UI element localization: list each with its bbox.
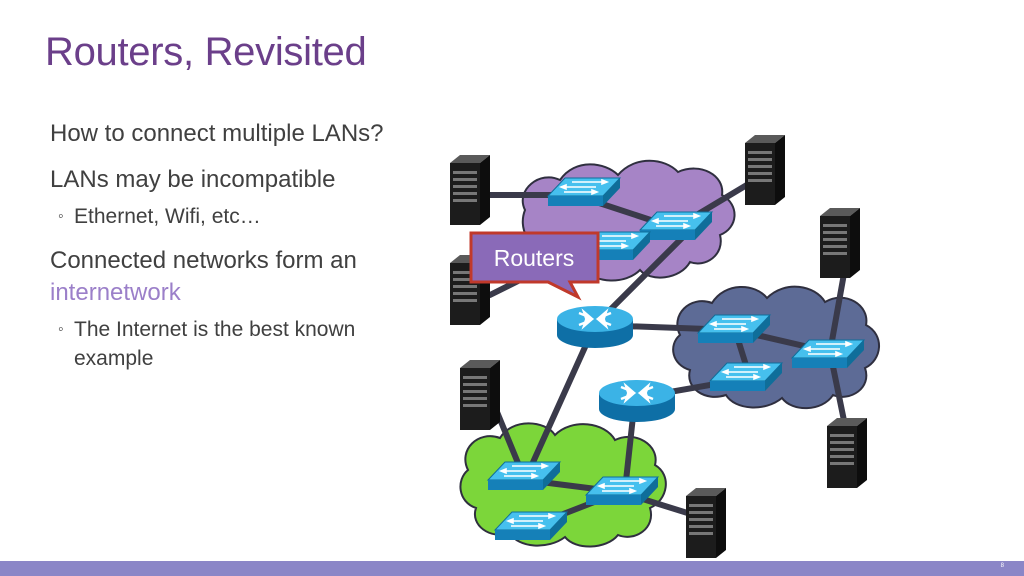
- bullet-connect-lans: How to connect multiple LANs?: [50, 120, 384, 147]
- bullet-internetwork: Connected networks form an internetwork: [50, 245, 390, 309]
- router-icon: [555, 304, 635, 350]
- server-icon: [450, 155, 490, 225]
- server-icon: [820, 208, 860, 278]
- sub-bullet-ethernet: Ethernet, Wifi, etc…: [50, 202, 390, 231]
- footer-bar: [0, 561, 1024, 576]
- sub-bullet-internet-example: The Internet is the best known example: [50, 315, 390, 373]
- page-number: 8: [1000, 563, 1004, 569]
- server-icon: [460, 360, 500, 430]
- server-icon: [827, 418, 867, 488]
- bullet-list: How to connect multiple LANs? LANs may b…: [50, 118, 390, 387]
- server-icon: [686, 488, 726, 558]
- routers-callout: Routers: [469, 231, 600, 301]
- internetwork-term: internetwork: [50, 279, 181, 306]
- callout-label: Routers: [494, 245, 575, 271]
- server-icon: [745, 135, 785, 205]
- bullet-incompatible: LANs may be incompatible: [50, 166, 336, 193]
- page-title: Routers, Revisited: [45, 30, 367, 74]
- router-icon: [597, 378, 677, 424]
- bullet-internetwork-text: Connected networks form an: [50, 247, 357, 274]
